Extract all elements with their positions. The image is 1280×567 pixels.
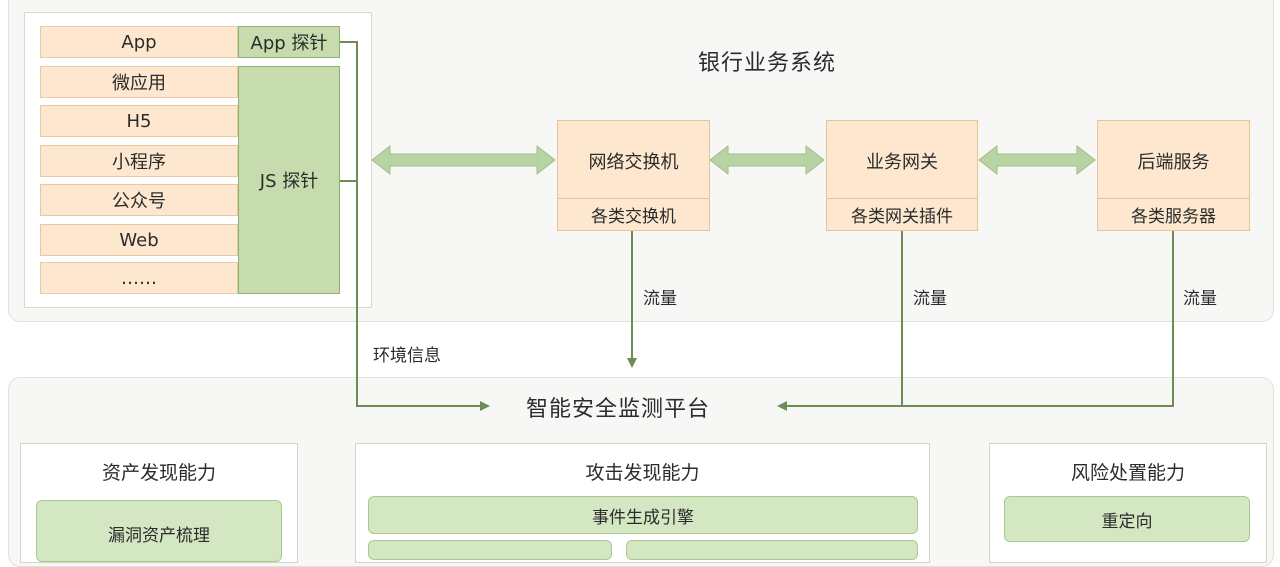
connector-arrows: [340, 41, 1174, 411]
traffic-label-switch: 流量: [643, 289, 677, 309]
platform-title: 智能安全监测平台: [526, 397, 711, 422]
network-switch-box: 网络交换机 各类交换机: [557, 120, 710, 231]
js-probe-line: [340, 180, 490, 411]
thin-line-group: [340, 41, 1174, 411]
network-switch-sub: 各类交换机: [558, 198, 709, 230]
risk-handling-title: 风险处置能力: [1070, 462, 1185, 484]
client-mini-program: 小程序: [40, 145, 238, 177]
traffic-label-backend: 流量: [1183, 289, 1217, 309]
client-app: App: [40, 26, 238, 58]
backend-service-box: 后端服务 各类服务器: [1097, 120, 1250, 231]
backend-traffic-line: [777, 231, 1174, 411]
js-probe: JS 探针: [238, 66, 340, 294]
client-web: Web: [40, 224, 238, 256]
asset-discovery-title: 资产发现能力: [101, 462, 216, 484]
bank-system-title: 银行业务系统: [698, 51, 837, 76]
client-micro-app: 微应用: [40, 66, 238, 98]
double-arrow-gateway-backend: [978, 144, 1096, 176]
double-arrow-switch-gateway: [709, 144, 825, 176]
backend-service-sub: 各类服务器: [1098, 198, 1249, 230]
client-official-account: 公众号: [40, 184, 238, 216]
event-engine-bar: 事件生成引擎: [368, 496, 918, 534]
app-probe: App 探针: [238, 26, 340, 58]
business-gateway-box: 业务网关 各类网关插件: [826, 120, 978, 231]
network-switch-name: 网络交换机: [588, 152, 679, 173]
client-more: ……: [40, 262, 238, 294]
double-arrow-group: [371, 144, 1096, 176]
redirect-item: 重定向: [1004, 496, 1250, 542]
double-arrow-clients-switch: [371, 144, 556, 176]
business-gateway-name: 业务网关: [866, 152, 938, 173]
traffic-label-gateway: 流量: [913, 289, 947, 309]
env-info-label: 环境信息: [373, 346, 441, 366]
app-probe-line: [340, 41, 358, 181]
attack-discovery-title: 攻击发现能力: [585, 462, 700, 484]
business-gateway-sub: 各类网关插件: [827, 198, 977, 230]
client-h5: H5: [40, 105, 238, 137]
backend-service-name: 后端服务: [1137, 152, 1210, 173]
